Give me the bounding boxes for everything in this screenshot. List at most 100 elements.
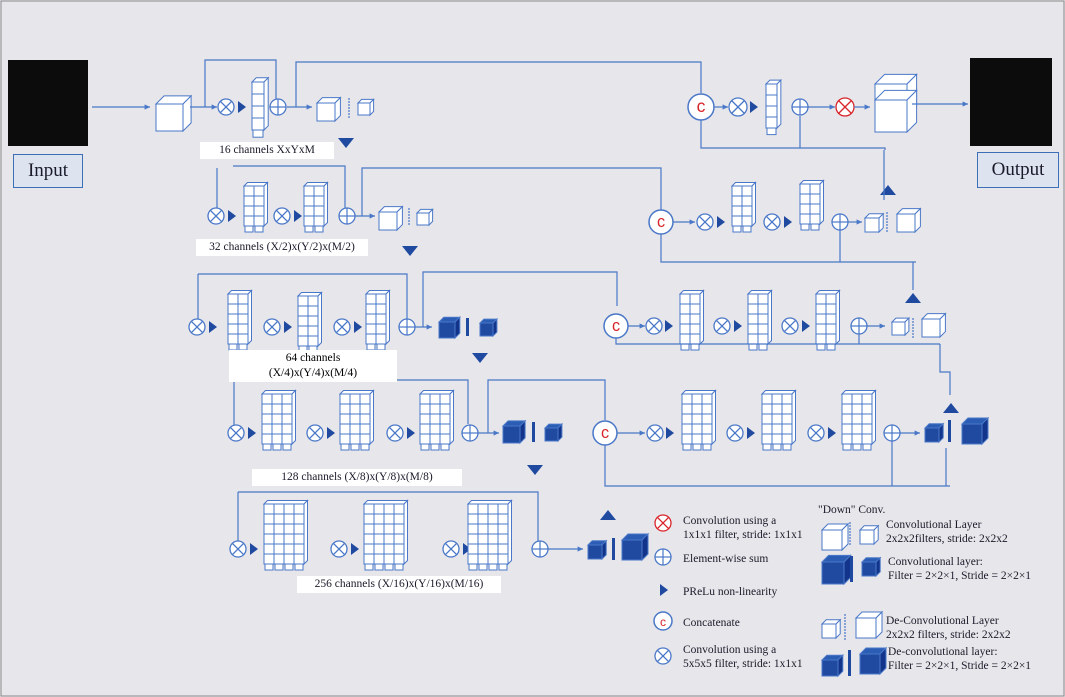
prelu-triangle-icon	[407, 427, 415, 439]
arrow-head	[864, 104, 870, 110]
stack-side	[247, 289, 252, 346]
level3-stack-a	[237, 313, 249, 325]
level2-dec-stack-b	[799, 203, 811, 215]
level2-stack-b	[303, 205, 315, 217]
level5-stack-a	[273, 503, 285, 515]
level4-stack-a	[281, 433, 293, 445]
level5-stack-a	[263, 553, 275, 565]
level5-stack-a	[293, 513, 305, 525]
level4-stack-b	[349, 413, 361, 425]
level5-stack-c	[497, 553, 509, 565]
stack-side	[699, 289, 704, 346]
level4-stack-a	[271, 393, 283, 405]
level1-dec-stack	[765, 94, 778, 107]
level4-stack-c	[419, 433, 431, 445]
level1-dec-stack	[765, 105, 778, 118]
level3-stack-a	[237, 303, 249, 315]
cross-stroke	[445, 543, 457, 555]
level5-stack-a	[293, 553, 305, 565]
level3-stack-c	[375, 303, 387, 315]
arrow-head	[639, 323, 645, 329]
cross-stroke	[333, 543, 345, 555]
level2-stack-a	[253, 185, 265, 197]
level3-dec-stack-c	[815, 313, 827, 325]
level3-dec-stack-a	[689, 323, 701, 335]
arrow-head	[306, 104, 312, 110]
level4-dec-stack-a	[701, 413, 713, 425]
legend-concat-label: Concatenate	[683, 617, 740, 629]
cross-stroke	[210, 210, 222, 222]
level4-stack-a	[261, 433, 273, 445]
output-mri-image	[970, 58, 1052, 146]
level5-stack-c	[497, 513, 509, 525]
level4-stack-b	[359, 433, 371, 445]
cross-stroke	[336, 321, 348, 333]
stack-tab	[758, 343, 768, 351]
level5-stack-b	[363, 513, 375, 525]
level5-stack-a	[273, 553, 285, 565]
cube-front	[821, 529, 843, 551]
prelu-triangle-icon	[248, 427, 256, 439]
level4-dec-stack-c	[841, 413, 853, 425]
cross-stroke	[729, 427, 741, 439]
level4-dec-stack-b	[761, 433, 773, 445]
level5-up-arrow	[600, 510, 616, 520]
level5-stack-a	[263, 513, 275, 525]
stack-tab	[816, 343, 826, 351]
arrow-head	[914, 430, 920, 436]
legend-conv1-line2: 1x1x1 filter, stride: 1x1x1	[683, 529, 803, 541]
level2-stack-b	[313, 185, 325, 197]
stack-side	[751, 181, 756, 228]
cube-front	[821, 659, 839, 677]
stack-top	[840, 390, 877, 395]
prelu-triangle-icon	[354, 321, 362, 333]
stack-tab	[488, 563, 498, 571]
legend-down-title: "Down" Conv.	[818, 504, 886, 516]
level5-stack-a	[283, 533, 295, 545]
stack-tab	[732, 225, 742, 233]
level2-stack-b	[313, 195, 325, 207]
level1-stack	[251, 93, 265, 107]
level3-dec-stack-b	[747, 323, 759, 335]
stack-tab	[800, 223, 810, 231]
level3-up-arrow	[943, 403, 959, 413]
prelu-triangle-icon	[209, 321, 217, 333]
level4-stack-a	[281, 423, 293, 435]
concat-c-letter: c	[657, 213, 665, 231]
stack-side	[385, 289, 390, 346]
cross-stroke	[657, 517, 669, 529]
level4-dec-stack-a	[691, 423, 703, 435]
level4-dec-stack-b	[761, 413, 773, 425]
level3-skip-line	[198, 273, 408, 319]
level5-stack-b	[373, 513, 385, 525]
legend-conv5-line1: Convolution using a	[683, 644, 777, 656]
cross-stroke	[191, 321, 203, 333]
level2-stack-a	[243, 185, 255, 197]
level2-stack-b	[313, 205, 325, 217]
level4-stack-b	[339, 403, 351, 415]
level3-stack-c	[375, 333, 387, 345]
level4-dec-stack-a	[681, 423, 693, 435]
level4-dec-stack-a	[691, 403, 703, 415]
stack-tab	[440, 443, 450, 451]
level3-stack-c	[365, 333, 377, 345]
stack-side	[819, 179, 824, 226]
cube-front	[438, 321, 456, 339]
level5-stack-b	[363, 543, 375, 555]
legend-deconv2-line1: De-convolutional layer:	[888, 646, 998, 658]
level3-stack-c	[365, 313, 377, 325]
prelu-triangle-icon	[750, 101, 758, 113]
stack-top	[418, 390, 455, 395]
stack-tab	[842, 443, 852, 451]
level1-stack	[251, 117, 265, 131]
level4-dec-stack-c	[851, 433, 863, 445]
stack-tab	[244, 225, 254, 233]
cube-front	[621, 539, 643, 561]
level5-stack-a	[293, 503, 305, 515]
level4-dec-stack-b	[761, 403, 773, 415]
level3-dec-stack-b	[757, 293, 769, 305]
level4-dec-stack-c	[851, 403, 863, 415]
level3-dec-stack-c	[815, 323, 827, 335]
level2-dec-stack-b	[809, 213, 821, 225]
legend-prelu-label: PReLu non-linearity	[683, 586, 778, 598]
